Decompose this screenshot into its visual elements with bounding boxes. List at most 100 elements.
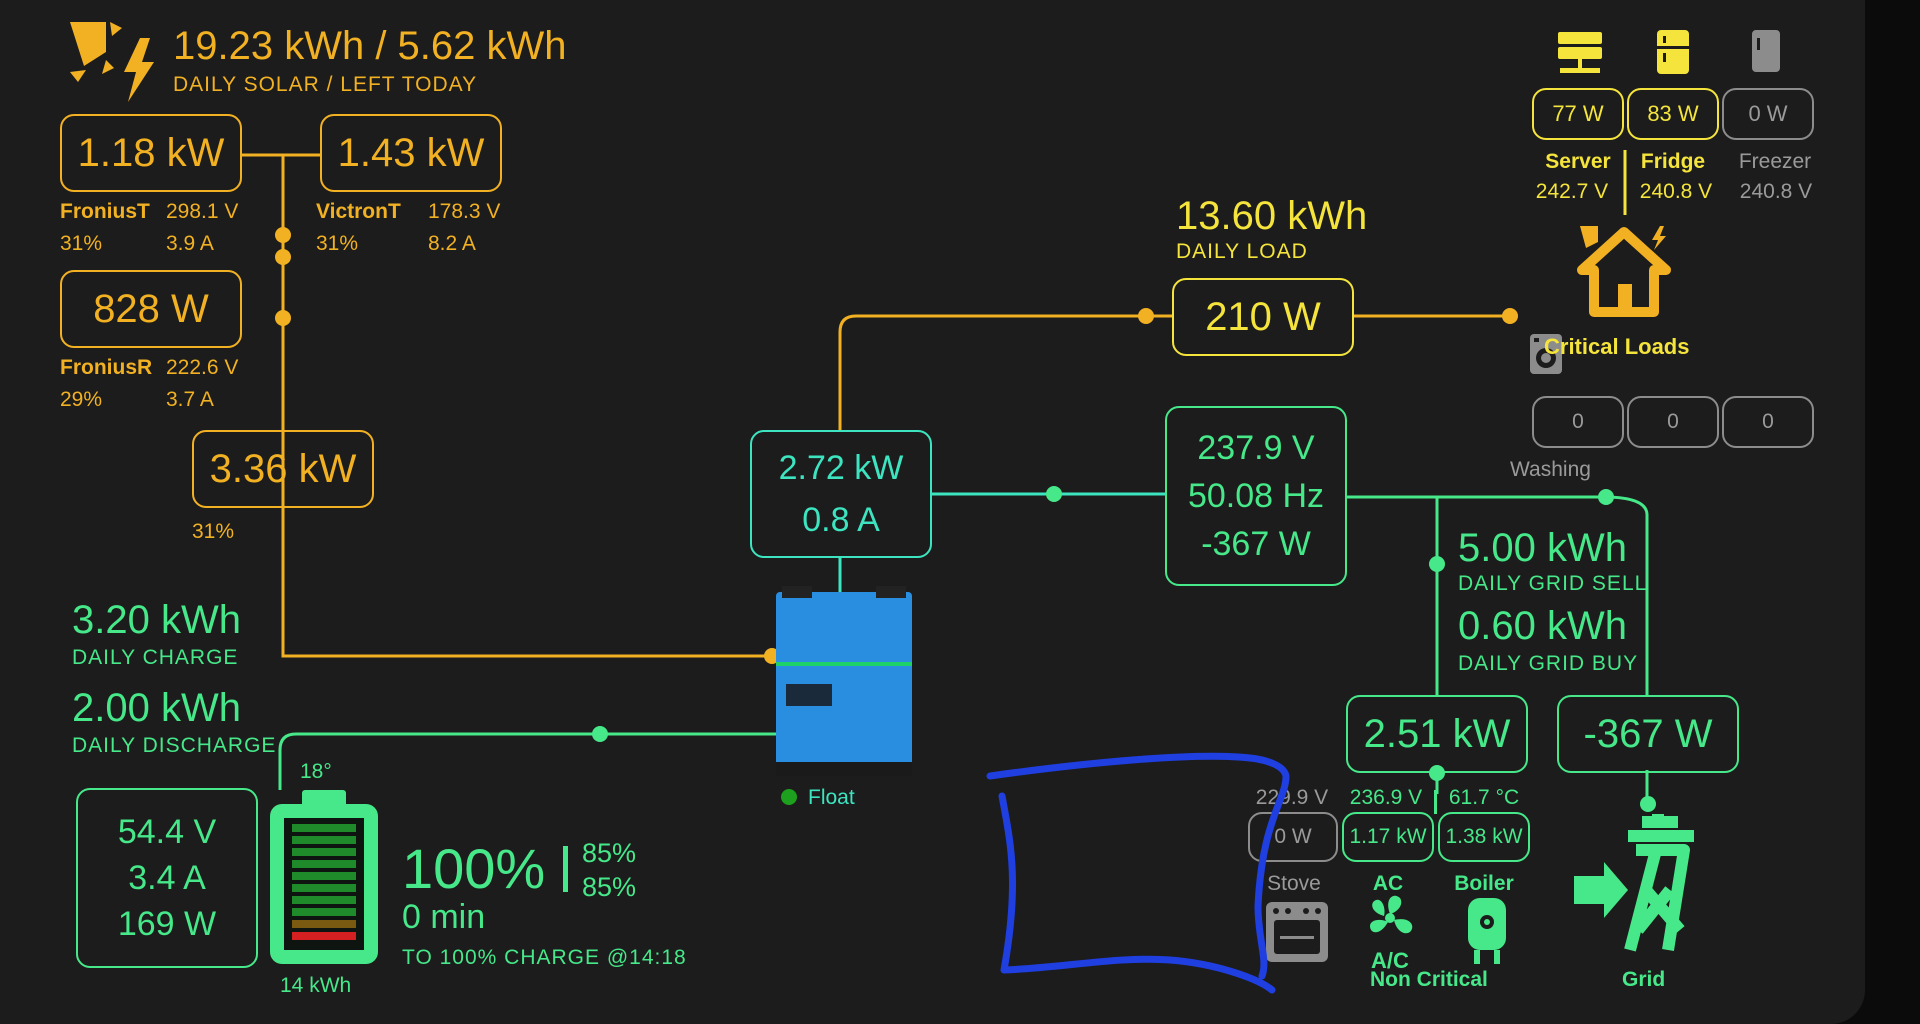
inverter-state: Float bbox=[808, 786, 855, 809]
boiler-icon bbox=[1468, 898, 1506, 964]
pv-victron-t-voltage: 178.3 V bbox=[428, 200, 501, 223]
pv-fronius-t-power: 1.18 kW bbox=[60, 114, 242, 192]
inverter-stripe bbox=[776, 662, 912, 666]
non-critical-power-box: 2.51 kW bbox=[1346, 695, 1528, 773]
battery-segment bbox=[292, 848, 356, 856]
daily-grid-sell-label: DAILY GRID SELL bbox=[1458, 572, 1648, 595]
battery-time-remaining: 0 min bbox=[402, 898, 486, 936]
pv-victron-t-current: 8.2 A bbox=[428, 232, 476, 255]
pv-fronius-r-current: 3.7 A bbox=[166, 388, 214, 411]
daily-grid-buy-value: 0.60 kWh bbox=[1458, 604, 1627, 648]
boiler-temperature: 61.7 °C bbox=[1448, 786, 1520, 809]
critical-device-2-power: 0 W bbox=[1722, 88, 1814, 140]
battery-level-bars bbox=[292, 824, 356, 944]
daily-solar-label: DAILY SOLAR / LEFT TODAY bbox=[173, 73, 478, 96]
inverter-device-image bbox=[776, 586, 912, 776]
battery-temperature: 18° bbox=[300, 760, 332, 783]
battery-power: 169 W bbox=[117, 905, 217, 943]
battery-soc-b: 85% bbox=[582, 872, 637, 902]
inverter-display bbox=[786, 684, 832, 706]
boiler-power-box: 1.38 kW bbox=[1438, 812, 1530, 862]
pv-fronius-t-power-value: 1.18 kW bbox=[77, 131, 225, 175]
critical-device-0-power: 77 W bbox=[1532, 88, 1624, 140]
server-label: Server bbox=[1545, 150, 1611, 173]
battery-current: 3.4 A bbox=[128, 859, 206, 897]
daily-load-value: 13.60 kWh bbox=[1176, 194, 1368, 238]
daily-charge-value: 3.20 kWh bbox=[72, 598, 241, 642]
pv-fronius-t-current: 3.9 A bbox=[166, 232, 214, 255]
pv-victron-t-percent: 31% bbox=[316, 232, 359, 255]
washing-value-1-text: 0 bbox=[1667, 410, 1679, 433]
daily-load-label: DAILY LOAD bbox=[1176, 240, 1308, 263]
pv-fronius-r-voltage: 222.6 V bbox=[166, 356, 239, 379]
stove-icon bbox=[1266, 902, 1328, 962]
stove-power: 0 W bbox=[1274, 825, 1312, 848]
battery-soc: 100% bbox=[402, 837, 546, 900]
grid-power-box: -367 W bbox=[1557, 695, 1739, 773]
svg-text:A/C: A/C bbox=[1371, 948, 1409, 970]
washing-value-1: 0 bbox=[1627, 396, 1719, 448]
battery-segment bbox=[292, 872, 356, 880]
non-critical-label: Non Critical bbox=[1370, 968, 1488, 991]
ac-power: 1.17 kW bbox=[1349, 825, 1427, 848]
battery-segment bbox=[292, 908, 356, 916]
battery-stats-box: 54.4 V 3.4 A 169 W bbox=[76, 788, 258, 968]
daily-solar-total: 19.23 kWh / 5.62 kWh bbox=[173, 24, 567, 68]
load-power-value: 210 W bbox=[1205, 295, 1321, 339]
washing-value-0-text: 0 bbox=[1572, 410, 1584, 433]
solar-sun-bolt-icon bbox=[70, 22, 154, 102]
battery-segment bbox=[292, 896, 356, 904]
washing-machine-icon bbox=[1530, 334, 1562, 374]
load-power-box: 210 W bbox=[1172, 278, 1354, 356]
solar-total-power-value: 3.36 kW bbox=[209, 447, 357, 491]
stove-label: Stove bbox=[1267, 872, 1321, 895]
battery-segment bbox=[292, 824, 356, 832]
server-power: 77 W bbox=[1552, 101, 1604, 126]
pv-victron-t-name: VictronT bbox=[316, 200, 401, 223]
server-voltage: 242.7 V bbox=[1535, 180, 1609, 203]
inverter-stats-box: 2.72 kW 0.8 A bbox=[750, 430, 932, 558]
daily-discharge-value: 2.00 kWh bbox=[72, 686, 241, 730]
grid-voltage: 237.9 V bbox=[1197, 429, 1315, 467]
fridge-label: Fridge bbox=[1640, 150, 1706, 173]
pv-victron-t-power: 1.43 kW bbox=[320, 114, 502, 192]
critical-device-1-power: 83 W bbox=[1627, 88, 1719, 140]
inverter-bracket-right bbox=[876, 586, 906, 598]
non-critical-power: 2.51 kW bbox=[1363, 712, 1511, 756]
solar-total-percent: 31% bbox=[192, 520, 235, 543]
inverter-base bbox=[776, 762, 912, 776]
battery-segment bbox=[292, 932, 356, 940]
pv-fronius-r-power: 828 W bbox=[60, 270, 242, 348]
critical-loads-house-icon bbox=[1577, 226, 1671, 317]
ac-label: AC bbox=[1372, 872, 1404, 895]
stove-power-box: 0 W bbox=[1248, 812, 1338, 862]
daily-charge-label: DAILY CHARGE bbox=[72, 646, 239, 669]
pv-fronius-t-percent: 31% bbox=[60, 232, 103, 255]
grid-frequency: 50.08 Hz bbox=[1187, 477, 1325, 515]
grid-meter-box: 237.9 V 50.08 Hz -367 W bbox=[1165, 406, 1347, 586]
freezer-voltage: 240.8 V bbox=[1739, 180, 1813, 203]
battery-segment bbox=[292, 884, 356, 892]
freezer-label: Freezer bbox=[1738, 150, 1812, 173]
ac-power-box: 1.17 kW bbox=[1342, 812, 1434, 862]
boiler-power: 1.38 kW bbox=[1445, 825, 1523, 848]
battery-segment bbox=[292, 836, 356, 844]
boiler-label: Boiler bbox=[1454, 872, 1514, 895]
grid-label: Grid bbox=[1622, 968, 1666, 991]
stove-voltage: 229.9 V bbox=[1255, 786, 1329, 809]
freezer-power: 0 W bbox=[1748, 101, 1788, 126]
non-critical-divider-a bbox=[1434, 790, 1437, 814]
critical-loads-label: Critical Loads bbox=[1544, 334, 1690, 359]
daily-grid-sell-value: 5.00 kWh bbox=[1458, 526, 1627, 570]
daily-discharge-label: DAILY DISCHARGE bbox=[72, 734, 277, 757]
inverter-power: 2.72 kW bbox=[778, 449, 904, 487]
freezer-icon bbox=[1752, 30, 1780, 72]
pv-fronius-t-name: FroniusT bbox=[60, 200, 150, 223]
inverter-bracket-left bbox=[782, 586, 812, 598]
fridge-icon bbox=[1657, 30, 1689, 74]
washing-value-0: 0 bbox=[1532, 396, 1624, 448]
battery-voltage: 54.4 V bbox=[117, 813, 217, 851]
fridge-power: 83 W bbox=[1647, 101, 1699, 126]
